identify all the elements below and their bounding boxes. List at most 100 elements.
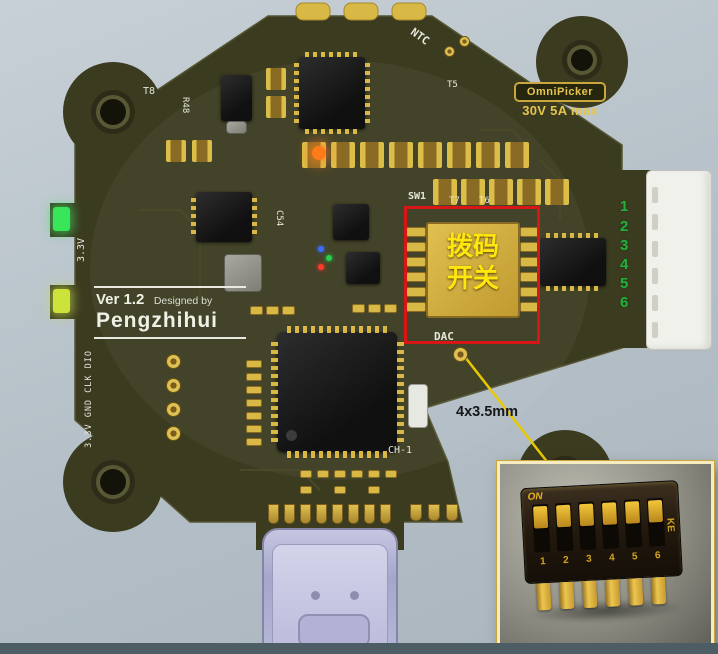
test-point <box>166 354 181 369</box>
dip-switch-footprint <box>426 222 520 318</box>
dip-slider <box>646 497 666 547</box>
blue-led <box>318 246 324 252</box>
dip-slider-knob <box>556 504 572 528</box>
edge-pad <box>332 504 343 524</box>
ic-pins <box>546 286 600 291</box>
capacitor-component <box>221 75 252 121</box>
test-point <box>166 426 181 441</box>
pin-number-3: 3 <box>620 237 629 254</box>
capacitor <box>389 142 413 168</box>
dip-on-label: ON <box>527 491 543 503</box>
smd-pad <box>368 470 380 478</box>
smd-pad <box>250 306 263 315</box>
dip-slider <box>623 499 643 548</box>
green-status-led <box>53 207 70 231</box>
capacitor <box>418 142 442 168</box>
ic-pins <box>191 198 196 236</box>
ic-pins <box>365 63 370 123</box>
jst-pin-slot <box>652 322 658 338</box>
power-rating-label: 30V 5A max <box>522 103 598 118</box>
ic-pins <box>294 63 299 123</box>
smd-pad <box>246 412 262 420</box>
brand-badge: OmniPicker <box>514 82 606 102</box>
dip-slider-knob <box>533 505 549 529</box>
jst-pin-slot <box>652 295 658 311</box>
dip-slider-knob <box>624 501 641 524</box>
silk-ch1: CH-1 <box>388 445 413 456</box>
dip-switch-annotation-box <box>404 206 540 344</box>
pin-number-5: 5 <box>620 275 629 292</box>
jst-connector <box>646 170 712 350</box>
edge-pad <box>380 504 391 524</box>
mcu-pins <box>287 451 387 458</box>
dip-switch-photo: ON KE 1 2 3 4 5 6 <box>520 480 688 642</box>
smd-pad <box>368 304 381 313</box>
small-ic <box>346 252 380 284</box>
lime-status-led <box>53 289 70 313</box>
jst-pin-slot <box>652 241 658 257</box>
usb-c-latch-hole <box>311 591 320 600</box>
silk-t8: T8 <box>143 86 156 97</box>
edge-pad <box>364 504 375 524</box>
silk-dac: DAC <box>434 330 454 343</box>
mounting-hole-top-right <box>562 40 602 80</box>
smd-pad <box>246 399 262 407</box>
dip-switch-leg <box>536 582 552 611</box>
edge-pad <box>284 504 295 524</box>
mcu-pins <box>271 342 278 442</box>
callout-line1: 拨码 <box>446 232 499 262</box>
silk-r48: R48 <box>180 97 190 114</box>
green-led <box>326 255 332 261</box>
dip-brand-label: KE <box>664 517 677 533</box>
edge-pad <box>348 504 359 524</box>
designed-by-label: Designed by <box>153 295 213 307</box>
ic-pins <box>252 198 257 236</box>
smd-pad <box>300 486 312 494</box>
edge-pad <box>446 504 458 521</box>
copper-trace <box>140 209 201 300</box>
dip-slider <box>531 503 551 553</box>
dip-switch-leg <box>559 581 575 610</box>
smd-pad <box>317 470 329 478</box>
orange-led <box>312 146 326 160</box>
ntc-pad <box>459 36 470 47</box>
edge-pad <box>300 504 311 524</box>
dip-position-4: 4 <box>608 552 615 564</box>
pin-number-2: 2 <box>620 218 629 235</box>
capacitor <box>447 142 471 168</box>
capacitor <box>166 140 186 162</box>
capacitor <box>331 142 355 168</box>
callout-line2: 开关 <box>446 264 499 294</box>
usb-c-latch-hole <box>350 591 359 600</box>
smd-pad <box>246 360 262 368</box>
ic-pins <box>546 233 600 238</box>
silk-t6: T6 <box>479 196 490 206</box>
capacitor <box>505 142 529 168</box>
callout-leader-line <box>464 356 553 469</box>
dip-slider-knob <box>647 499 664 523</box>
dip-switch-body: ON KE 1 2 3 4 5 6 <box>520 480 683 585</box>
dip-position-5: 5 <box>631 551 638 563</box>
silk-swd-header: 3.3V GND CLK DIO <box>84 350 94 448</box>
smd-pad <box>266 306 279 315</box>
smd-pad <box>246 425 262 433</box>
edge-pad <box>410 504 422 521</box>
dip-position-1: 1 <box>539 556 547 568</box>
capacitor-body <box>226 121 247 134</box>
silk-t5: T5 <box>447 80 458 90</box>
version-label: Ver 1.2 <box>96 291 145 308</box>
pin-number-1: 1 <box>620 198 629 215</box>
mcu-ic <box>277 332 397 452</box>
edge-pad <box>428 504 440 521</box>
smd-pad <box>246 386 262 394</box>
ic-pins <box>305 129 359 134</box>
smd-pad <box>300 470 312 478</box>
capacitor <box>517 179 541 205</box>
smd-pad <box>368 486 380 494</box>
smd-pad <box>385 470 397 478</box>
bottom-bar <box>0 643 718 654</box>
jst-pin-slot <box>652 187 658 203</box>
hole-size-annotation: 4x3.5mm <box>456 404 519 420</box>
copper-trace <box>480 129 527 146</box>
dip-position-6: 6 <box>654 550 661 562</box>
